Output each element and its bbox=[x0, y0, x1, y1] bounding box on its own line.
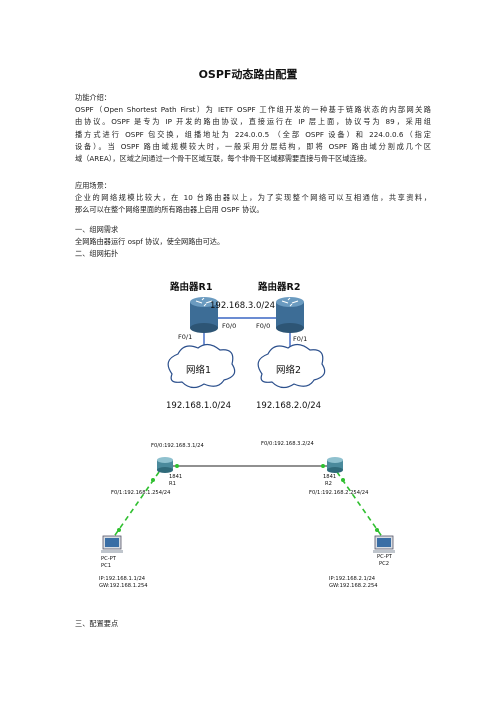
section-3-heading: 三、配置要点 bbox=[75, 619, 119, 628]
r2-f01-label: F0/1 bbox=[293, 335, 307, 343]
r1-name-label: R1 bbox=[169, 481, 176, 487]
r2-f00-label: F0/0 bbox=[256, 322, 270, 330]
net1-label: 192.168.1.0/24 bbox=[166, 401, 231, 411]
intro-line: 域（AREA），区域之间通过一个骨干区域互联，每个非骨干区域都需要直接与骨干区域… bbox=[75, 154, 372, 164]
pc1-name-label: PC1 bbox=[101, 563, 111, 569]
router-r1-icon bbox=[190, 297, 218, 333]
intro-line: 播方式进行 OSPF 包交换，组播地址为 224.0.0.5 （全部 OSPF … bbox=[75, 129, 431, 139]
intro-line: OSPF（Open Shortest Path First）为 IETF OSP… bbox=[75, 105, 431, 115]
intro-heading: 功能介绍： bbox=[75, 93, 111, 102]
r2-f01-ip-label: F0/1:192.168.2.254/24 bbox=[309, 490, 369, 496]
pc2-icon bbox=[373, 535, 395, 553]
r2-f00-ip-label: F0/0:192.168.3.2/24 bbox=[261, 441, 314, 447]
r1-f01-label: F0/1 bbox=[178, 333, 192, 341]
router-r2-icon bbox=[276, 297, 304, 333]
scene-heading: 应用场景： bbox=[75, 181, 111, 190]
pc2-gw-label: GW:192.168.2.254 bbox=[329, 583, 378, 589]
section-1-heading: 一、组网需求 bbox=[75, 225, 119, 234]
r2-pc2-link bbox=[336, 471, 384, 539]
section-1: 一、组网需求 全网路由器运行 ospf 协议，使全网路由可达。 二、组网拓扑 bbox=[75, 224, 431, 261]
pc1-icon bbox=[101, 535, 123, 553]
pc2-ip-label: IP:192.168.2.1/24 bbox=[329, 576, 376, 582]
intro-line: 由协议。OSPF 是专为 IP 开发的路由协议，直接运行在 IP 层上面，协议号… bbox=[75, 117, 431, 127]
topology-diagram-packet-tracer: F0/0:192.168.3.1/24 F0/0:192.168.3.2/24 … bbox=[99, 441, 395, 589]
router-r1-icon bbox=[157, 457, 173, 473]
router-r2-icon bbox=[327, 457, 343, 473]
r1-label: 路由器R1 bbox=[170, 281, 212, 293]
cloud-network2-icon bbox=[257, 343, 326, 389]
r2-model-label: 1841 bbox=[323, 474, 336, 480]
scene-line: 企业的网络规模比较大，在 10 台路由器以上，为了实现整个网络可以互相通信，共享… bbox=[75, 193, 431, 203]
r1-f00-ip-label: F0/0:192.168.3.1/24 bbox=[151, 443, 204, 449]
scene-line: 那么可以在整个网络里面的所有路由器上启用 OSPF 协议。 bbox=[75, 205, 264, 215]
topology-diagram-logical: 路由器R1 路由器R2 192.168.3.0/24 F0/0 F0/0 F0/… bbox=[166, 281, 326, 411]
pc1-ip-label: IP:192.168.1.1/24 bbox=[99, 576, 146, 582]
r2-name-label: R2 bbox=[325, 481, 332, 487]
r1-pc1-link bbox=[112, 471, 160, 539]
cloud1-label: 网络1 bbox=[186, 364, 211, 376]
r1-f00-label: F0/0 bbox=[222, 322, 236, 330]
pc1-gw-label: GW:192.168.1.254 bbox=[99, 583, 148, 589]
section-1-body: 全网路由器运行 ospf 协议，使全网路由可达。 bbox=[75, 237, 225, 247]
cloud-network1-icon bbox=[167, 343, 236, 389]
intro-section: 功能介绍： OSPF（Open Shortest Path First）为 IE… bbox=[75, 92, 431, 165]
section-2-heading: 二、组网拓扑 bbox=[75, 249, 119, 259]
cloud2-label: 网络2 bbox=[276, 364, 301, 376]
scene-section: 应用场景： 企业的网络规模比较大，在 10 台路由器以上，为了实现整个网络可以互… bbox=[75, 180, 431, 217]
r1-model-label: 1841 bbox=[169, 474, 182, 480]
pc1-type-label: PC-PT bbox=[101, 556, 117, 562]
pc2-type-label: PC-PT bbox=[377, 554, 393, 560]
intro-line: 设备）。当 OSPF 路由域规模较大时，一般采用分层结构，即将 OSPF 路由域… bbox=[75, 141, 431, 151]
section-3: 三、配置要点 bbox=[75, 618, 431, 630]
r2-label: 路由器R2 bbox=[258, 281, 300, 293]
r1-f01-ip-label: F0/1:192.168.1.254/24 bbox=[111, 490, 171, 496]
document-title: OSPF动态路由配置 bbox=[198, 68, 298, 81]
link-net-label: 192.168.3.0/24 bbox=[210, 301, 275, 311]
pc2-name-label: PC2 bbox=[379, 561, 389, 567]
net2-label: 192.168.2.0/24 bbox=[256, 401, 321, 411]
